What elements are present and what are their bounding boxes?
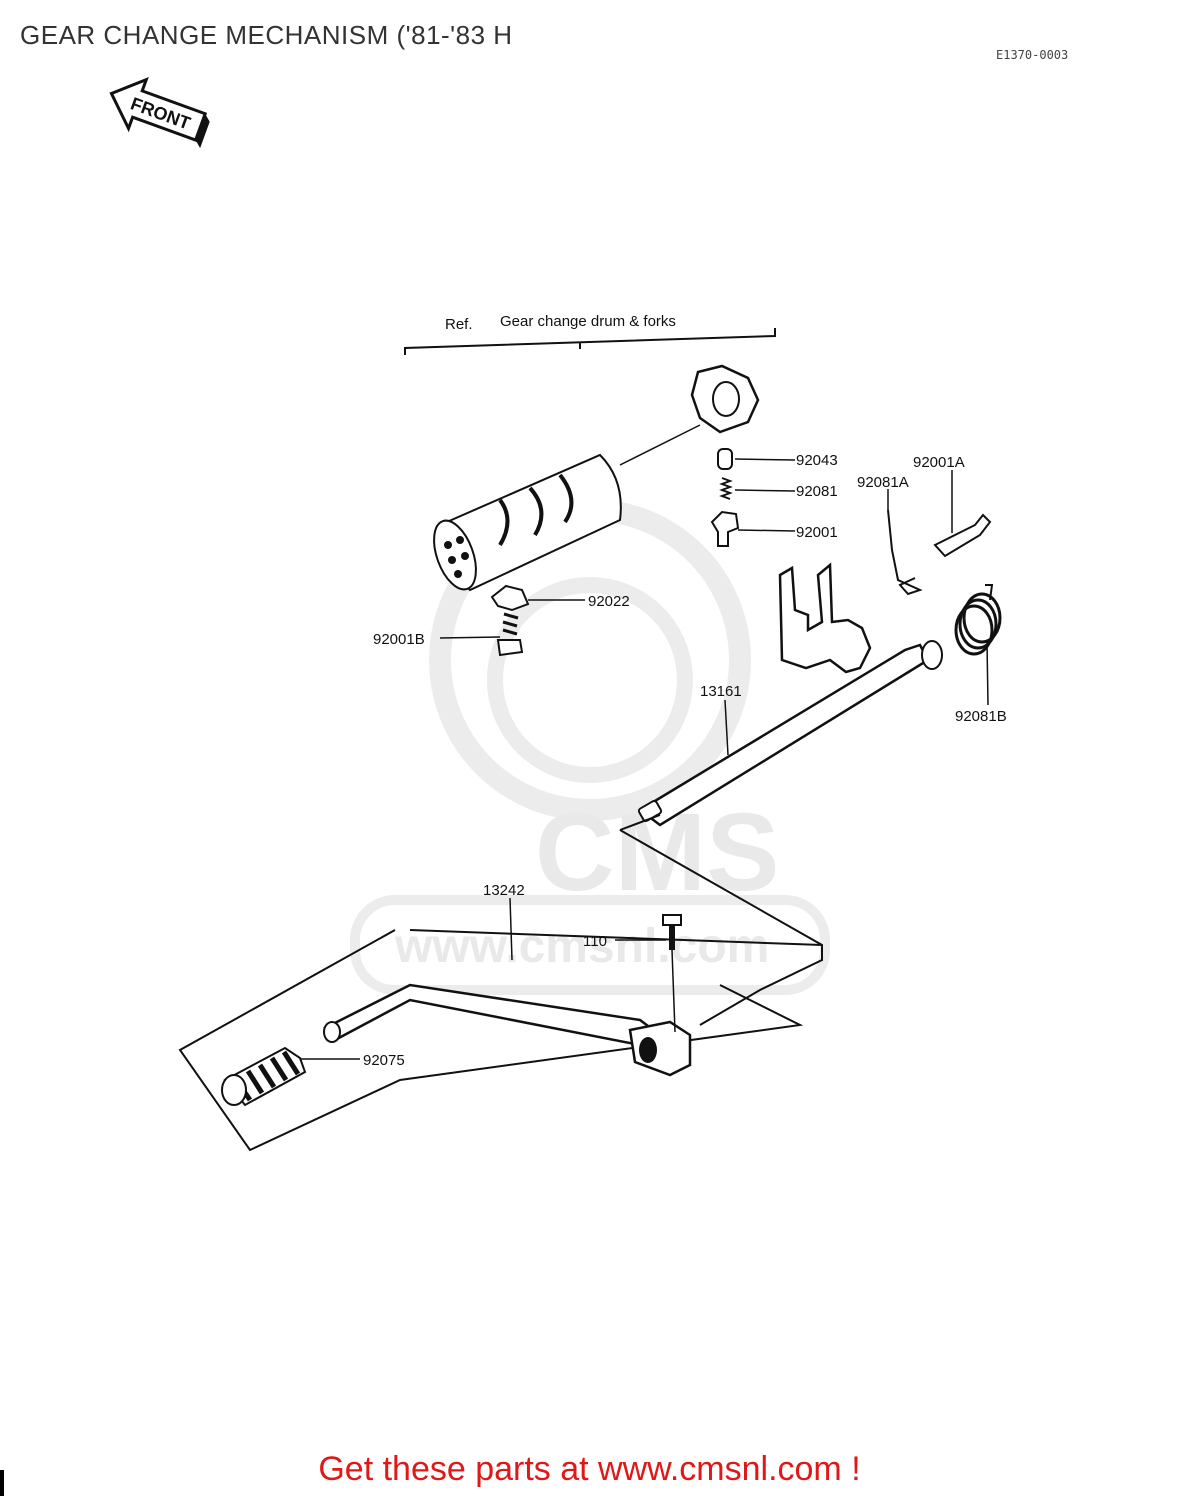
pin-92001A-shape (933, 513, 992, 558)
drum-pin-4 (461, 552, 469, 560)
front-arrow: FRONT (109, 76, 210, 149)
leader-13242 (509, 897, 513, 961)
coil-1 (962, 592, 1002, 644)
screw-92001B-thread (502, 612, 519, 636)
plate-92022 (490, 584, 530, 612)
pedal-clamp (628, 1020, 692, 1077)
part-label-92081[interactable]: 92081 (796, 483, 838, 500)
page-title: GEAR CHANGE MECHANISM ('81-'83 H (20, 20, 513, 50)
drum-pin-1 (444, 541, 452, 549)
watermark-url-bar (350, 895, 830, 995)
part-label-92043[interactable]: 92043 (796, 452, 838, 469)
pedal-rubber-92075 (221, 1046, 307, 1107)
pedal-clamp-hole (639, 1037, 657, 1063)
bolt-110 (662, 914, 682, 1033)
coil-3 (954, 604, 994, 656)
get-parts-link[interactable]: Get these parts at www.cmsnl.com ! (318, 1450, 861, 1488)
drum-screw-assembly (490, 584, 530, 657)
bolt-110-axis (671, 949, 676, 1033)
watermark-url: www.cmsnl.com (394, 920, 769, 973)
drum-pin-5 (454, 570, 462, 578)
drum-pin-2 (456, 536, 464, 544)
drum-pin-3 (448, 556, 456, 564)
gear-change-drum (433, 424, 701, 592)
bolt-92001 (710, 510, 740, 547)
part-label-92001B[interactable]: 92001B (373, 631, 425, 648)
drum-grooves (498, 473, 574, 547)
screw-92001B-head (496, 639, 524, 657)
leader-92081B (986, 641, 989, 706)
part-labels: 92043 92081 92081A 92001A 92001 92022 92… (363, 452, 1007, 1069)
drum-axis-line (619, 424, 701, 466)
diagram-code: E1370-0003 (996, 48, 1069, 62)
detent-parts (710, 448, 740, 547)
part-label-110[interactable]: 110 (583, 933, 607, 950)
part-label-13161[interactable]: 13161 (700, 683, 742, 700)
coil-spring-92081B (954, 584, 1002, 656)
pedal-peg-end (323, 1021, 341, 1043)
bolt-110-head (662, 914, 682, 926)
pin-92001A (933, 513, 992, 558)
part-label-92001[interactable]: 92001 (796, 524, 838, 541)
rubber-end (221, 1074, 247, 1106)
edge-mark (0, 1470, 4, 1496)
drum-end-face (433, 519, 477, 591)
leader-lines (300, 458, 989, 1060)
leader-92001B (439, 636, 501, 639)
pin-92043 (717, 448, 733, 470)
leader-92043 (734, 458, 796, 461)
part-label-13242[interactable]: 13242 (483, 882, 525, 899)
pedal-outline-upper (409, 814, 823, 1026)
ref-prefix: Ref. (445, 316, 473, 333)
shift-shaft (637, 562, 943, 827)
front-arrow-shadow (195, 113, 210, 149)
spring-92081 (719, 477, 733, 500)
part-label-92022[interactable]: 92022 (588, 593, 630, 610)
shift-lever-arm (778, 562, 872, 674)
ref-bracket (404, 328, 776, 355)
coil-2 (958, 598, 998, 650)
star-plate-hole (712, 381, 740, 417)
leader-92081 (734, 489, 796, 492)
leader-92001 (737, 529, 796, 532)
drum-star-plate (690, 364, 760, 434)
leader-13161 (724, 699, 729, 756)
part-label-92081A[interactable]: 92081A (857, 474, 909, 491)
shift-pedal (323, 983, 692, 1077)
spring-92081A (887, 509, 923, 596)
shaft-end (921, 640, 943, 670)
part-label-92001A[interactable]: 92001A (913, 454, 965, 471)
part-label-92075[interactable]: 92075 (363, 1052, 405, 1069)
part-label-92081B[interactable]: 92081B (955, 708, 1007, 725)
pedal-outline-lower (178, 929, 804, 1152)
watermark-mascot-face (487, 577, 693, 783)
coil-tab (985, 584, 994, 601)
ref-text: Gear change drum & forks (500, 313, 676, 330)
